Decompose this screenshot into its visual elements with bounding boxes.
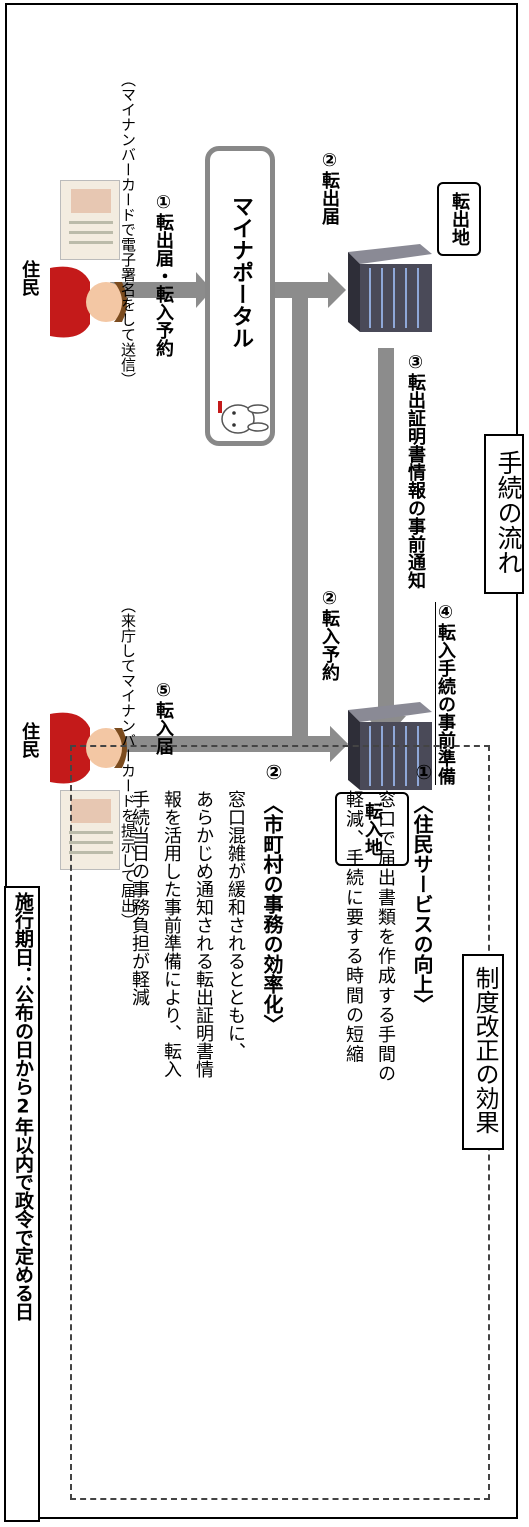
- deadline-text: 施行期日：公布の日から2年以内で政令で定める日: [12, 892, 34, 1321]
- portal-label: マイナポータル: [228, 195, 253, 349]
- portal-box: [205, 146, 275, 446]
- effect1-number: ①: [412, 760, 436, 784]
- out-office-box: 転出地: [437, 182, 481, 256]
- arrow-step2-out: [275, 282, 330, 298]
- in-office-server-icon: [348, 702, 432, 790]
- effects-heading-box: [462, 954, 504, 1150]
- step4-label: ④転入手続の事前準備: [435, 602, 456, 785]
- flow-heading-box: [484, 434, 524, 594]
- arrow-step3: [378, 348, 394, 718]
- effect2-line1: 窓口混雑が緩和されるとともに、: [225, 790, 246, 1060]
- resident-label-2: 住民: [19, 722, 40, 758]
- step3-label: ③転出証明書情報の事前通知: [405, 352, 426, 589]
- step1-note: （マイナンバーカードで電子署名をして送信）: [119, 72, 137, 387]
- figure-frame: [5, 3, 518, 1519]
- resident-label: 住民: [19, 260, 40, 296]
- step5-label: ⑤転入届: [153, 680, 174, 755]
- effects-heading: 制度改正の効果: [471, 966, 499, 1134]
- effect2-number: ②: [262, 760, 286, 784]
- arrow-step2-in-vertical: [292, 296, 308, 752]
- step5-note: （来庁してマイナンバーカードを提示して届出）: [119, 598, 137, 928]
- effect1-title: 〈住民サービスの向上〉: [410, 794, 434, 1014]
- resident-icon: [50, 266, 127, 338]
- effect2-line2: あらかじめ通知される転出証明書情: [193, 790, 214, 1078]
- out-office-server-icon: [348, 244, 432, 332]
- effect2-title: 〈市町村の事務の効率化〉: [260, 794, 284, 1034]
- deadline-box: [4, 886, 40, 1522]
- effect1-line1: 窓口で届出書類を作成する手間の: [375, 790, 396, 1084]
- effect2-line3: 報を活用した事前準備により、転入: [161, 790, 182, 1078]
- step1-label: ①転出届・転入予約: [153, 192, 174, 357]
- effect2-line4: 手続当日の事務負担が軽減: [129, 790, 150, 1006]
- step2-out-label: ②転出届: [319, 150, 340, 225]
- flow-heading: 手続の流れ: [494, 450, 523, 575]
- arrow-step2-out-head: [328, 272, 346, 308]
- mynumber-card-icon: [60, 180, 120, 260]
- mascot-icon: [218, 401, 269, 434]
- arrow-step5: [112, 736, 332, 752]
- in-office-box: 転入地: [335, 792, 409, 866]
- arrow-step5-head: [330, 726, 348, 762]
- effect1-line2: 軽減、手続に要する時間の短縮: [343, 790, 364, 1065]
- arrow-step1: [110, 282, 198, 298]
- arrow-step1-head: [196, 272, 212, 308]
- step2-in-label: ②転入予約: [319, 588, 340, 681]
